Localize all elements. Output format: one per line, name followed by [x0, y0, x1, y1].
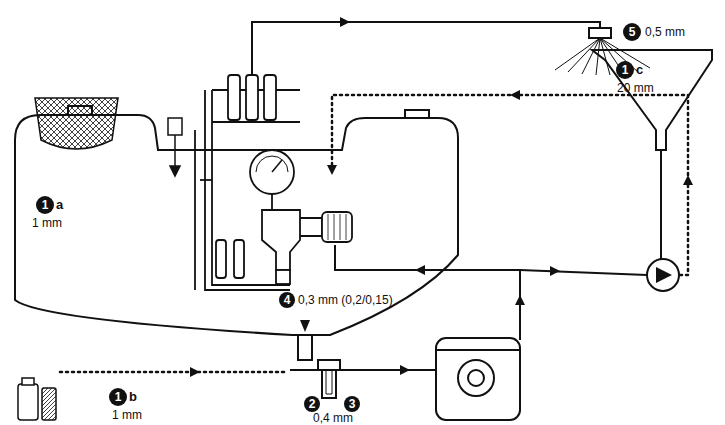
- return-line: [332, 95, 688, 275]
- lid: [405, 110, 429, 118]
- dimension-label: 1 mm: [112, 408, 142, 422]
- chemical-line: [60, 371, 288, 374]
- callout-number: b: [129, 390, 137, 404]
- callout-number: 1: [36, 196, 54, 214]
- suction-line: [290, 320, 520, 420]
- callout-number: 4: [278, 291, 296, 309]
- callout-circles: [36, 23, 641, 412]
- arrow-head: [327, 165, 337, 175]
- chemical-bottles: [18, 378, 56, 420]
- pressure-line: [252, 17, 650, 75]
- dimension-label: 0,5 mm: [645, 25, 685, 39]
- callout-number: a: [56, 198, 63, 212]
- dimension-label: 0,3 mm (0,2/0,15): [298, 293, 393, 307]
- induction-hopper: [592, 50, 712, 291]
- dimension-label: 0,4 mm: [313, 411, 353, 425]
- callout-number: 3: [343, 395, 361, 413]
- supply-line: [335, 245, 647, 340]
- callout-number: 5: [623, 23, 641, 41]
- callout-number: c: [636, 63, 643, 77]
- control-unit: [195, 75, 352, 290]
- dimension-label: 20 mm: [617, 81, 654, 95]
- arrow-head: [683, 175, 693, 185]
- arrow-head: [190, 367, 200, 377]
- overflow-tube: [168, 118, 182, 176]
- callout-number: 1: [109, 388, 127, 406]
- dimension-label: 1 mm: [32, 216, 62, 230]
- callout-number: 1: [616, 61, 634, 79]
- basket-strainer: [35, 98, 118, 149]
- callout-number: 2: [303, 395, 321, 413]
- arrow-head: [510, 90, 520, 100]
